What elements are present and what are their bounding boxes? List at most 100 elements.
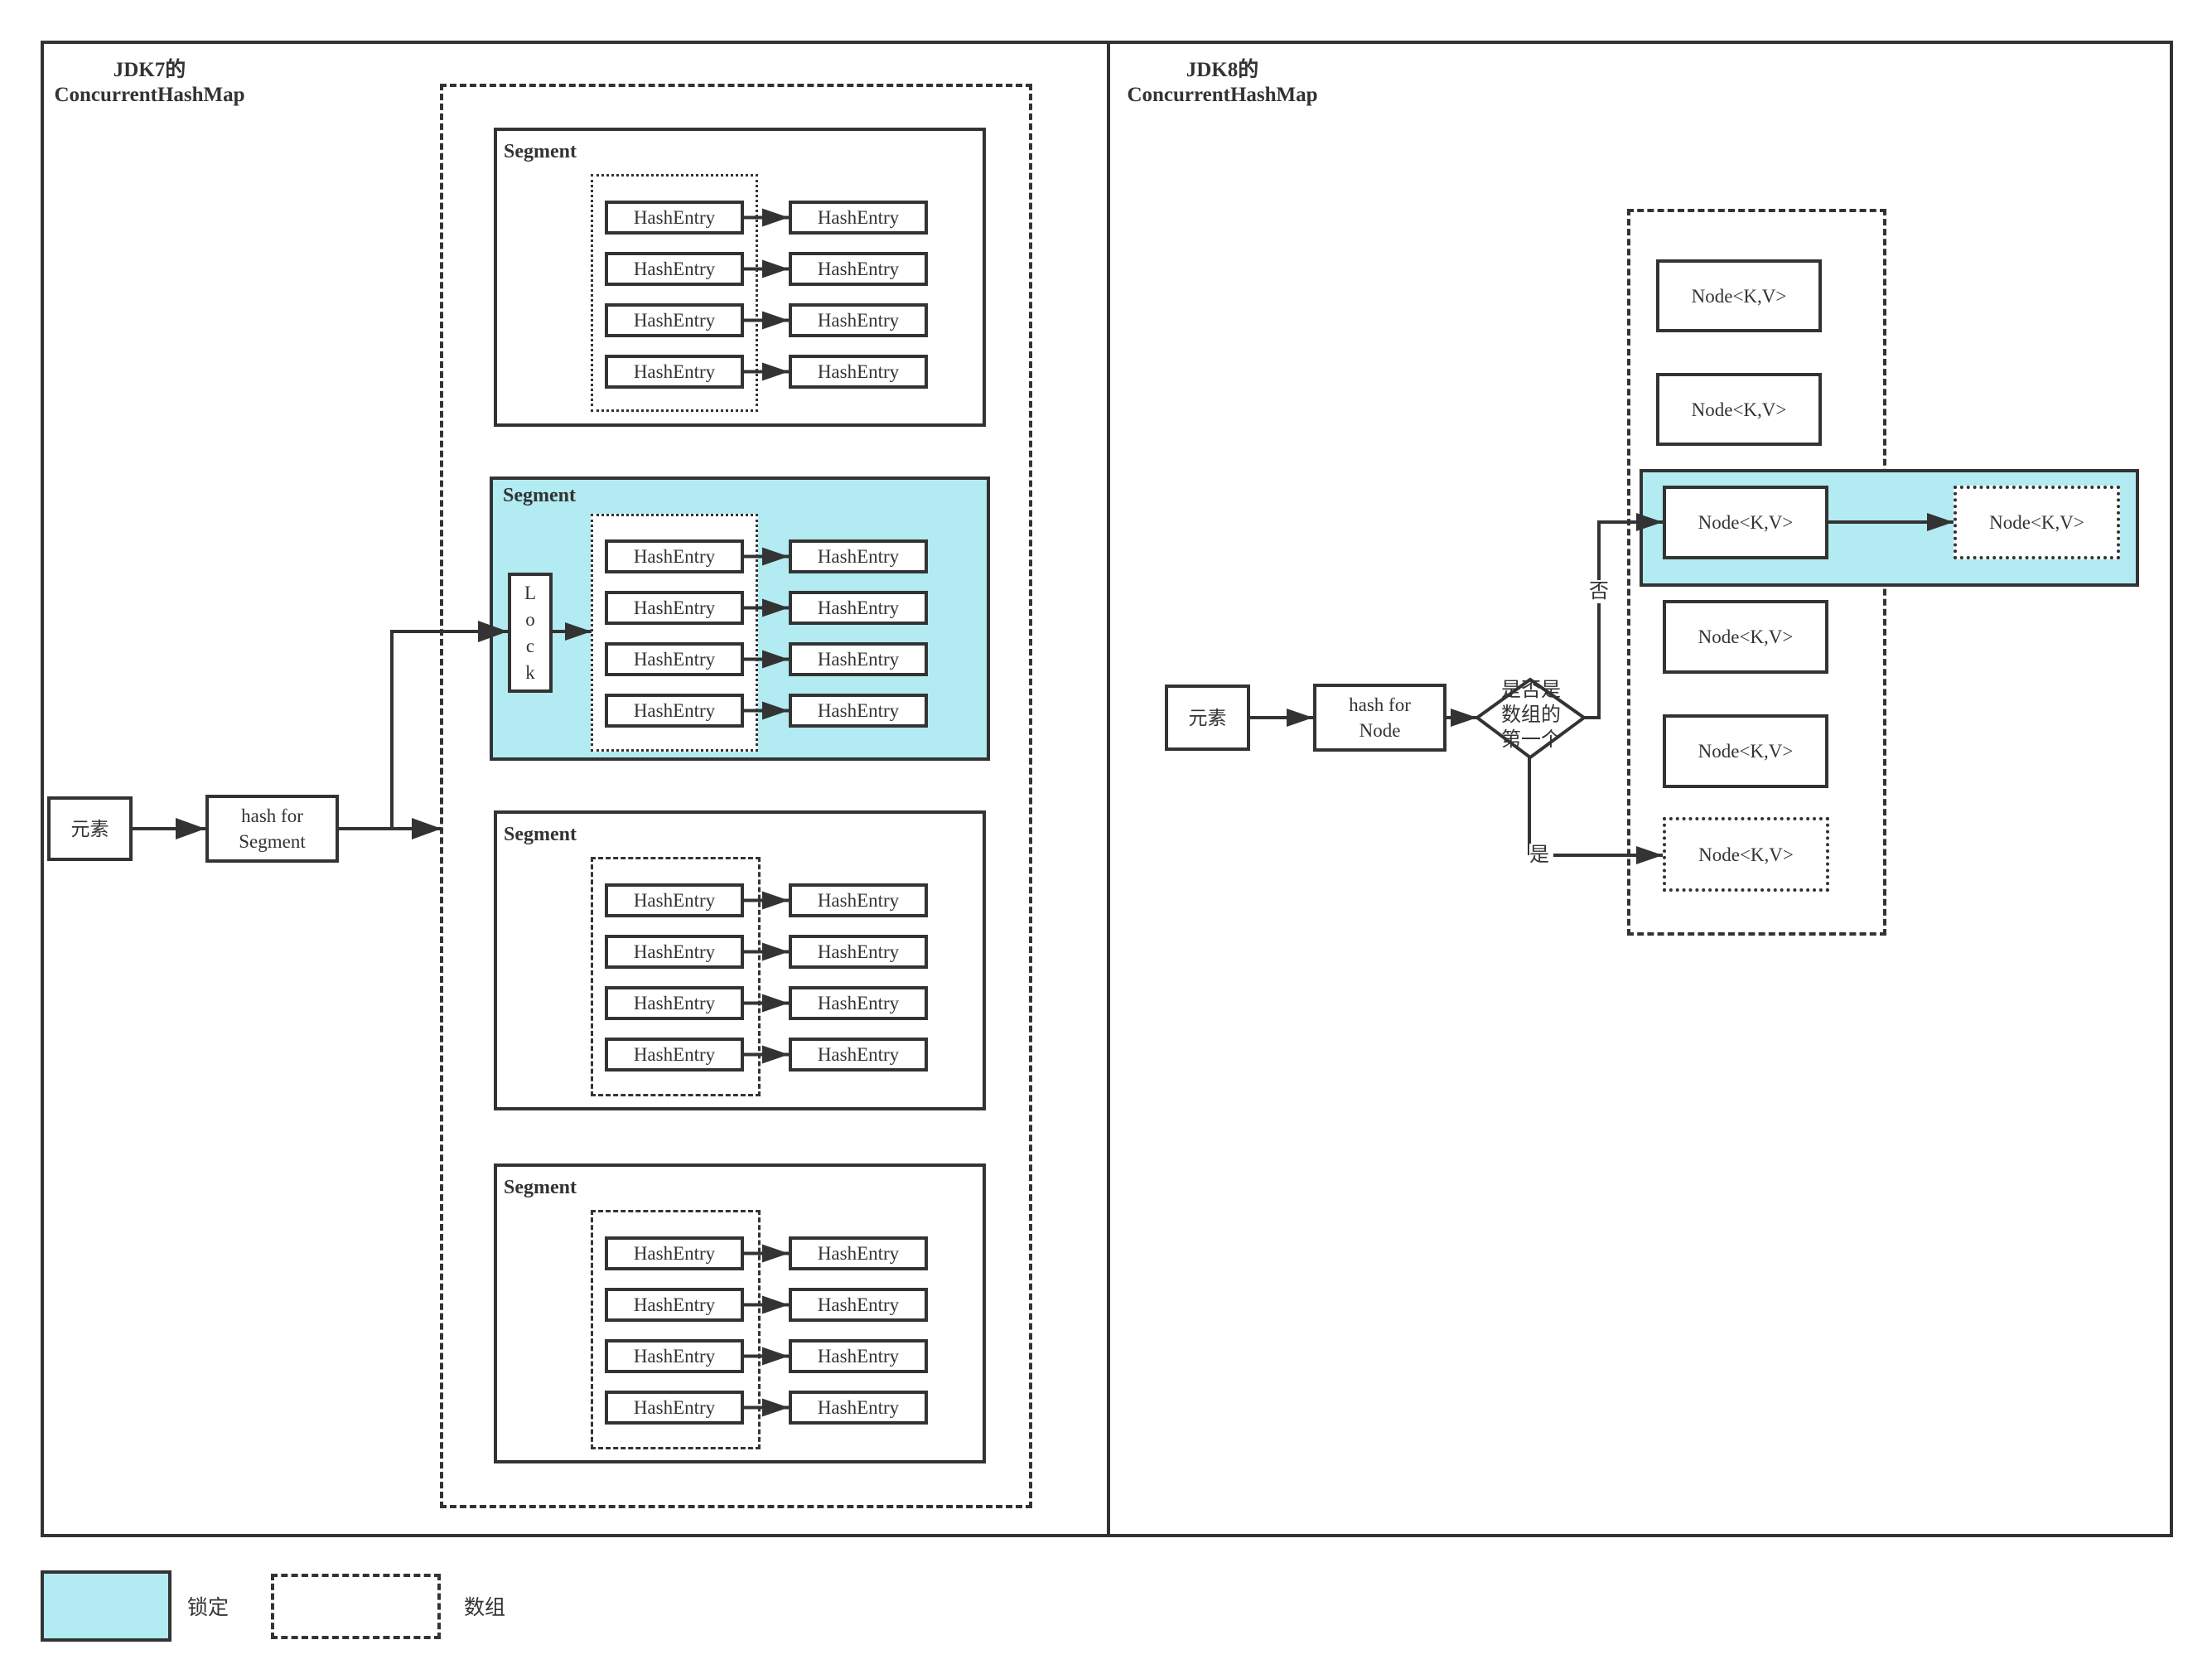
hash-entry-label: HashEntry bbox=[817, 941, 900, 962]
hash-entry-bucket: HashEntry bbox=[605, 1391, 744, 1425]
no-branch-label: 否 bbox=[1589, 580, 1609, 603]
lock-letter: k bbox=[525, 661, 535, 683]
hash-entry-label: HashEntry bbox=[633, 1294, 716, 1315]
hash-entry-label: HashEntry bbox=[633, 941, 716, 962]
hash-entry-next: HashEntry bbox=[789, 303, 928, 337]
hash-entry-label: HashEntry bbox=[633, 649, 716, 670]
node-label: Node<K,V> bbox=[1691, 399, 1787, 420]
lock-letter: c bbox=[525, 635, 535, 656]
jdk8-title-line1: JDK8的 bbox=[1186, 59, 1259, 81]
node-label: Node<K,V> bbox=[1698, 512, 1794, 533]
hash-entry-label: HashEntry bbox=[817, 1346, 900, 1367]
hash-entry-label: HashEntry bbox=[817, 993, 900, 1013]
jdk7-title-line1: JDK7的 bbox=[113, 59, 186, 81]
hash-entry-bucket: HashEntry bbox=[605, 935, 744, 969]
node-box-head: Node<K,V> bbox=[1663, 486, 1828, 559]
no-label: 否 bbox=[1589, 581, 1609, 602]
hash-entry-bucket: HashEntry bbox=[605, 1236, 744, 1270]
hash-entry-label: HashEntry bbox=[633, 207, 716, 228]
node-box: Node<K,V> bbox=[1663, 714, 1828, 788]
jdk8-title-line2: ConcurrentHashMap bbox=[1127, 84, 1318, 106]
hash-entry-bucket: HashEntry bbox=[605, 1339, 744, 1373]
hash-entry-bucket: HashEntry bbox=[605, 986, 744, 1020]
hash-for-segment-box: hash for Segment bbox=[205, 795, 339, 863]
hash-entry-label: HashEntry bbox=[633, 890, 716, 911]
node-box: Node<K,V> bbox=[1663, 600, 1828, 674]
hash-entry-bucket: HashEntry bbox=[605, 1288, 744, 1322]
hash-entry-array bbox=[591, 1210, 761, 1449]
hash-entry-label: HashEntry bbox=[817, 259, 900, 279]
hash-entry-bucket: HashEntry bbox=[605, 252, 744, 286]
hash-entry-label: HashEntry bbox=[633, 1243, 716, 1264]
hash-entry-bucket: HashEntry bbox=[605, 539, 744, 573]
hash-entry-label: HashEntry bbox=[817, 649, 900, 670]
hash-node-line2: Node bbox=[1359, 720, 1401, 741]
segment-label: Segment bbox=[503, 485, 576, 506]
hash-entry-next: HashEntry bbox=[789, 883, 928, 917]
hash-for-node-box: hash for Node bbox=[1313, 684, 1446, 752]
segment-label: Segment bbox=[504, 824, 577, 845]
hash-entry-bucket: HashEntry bbox=[605, 1038, 744, 1072]
node-label: Node<K,V> bbox=[1698, 626, 1794, 647]
hash-entry-bucket: HashEntry bbox=[605, 883, 744, 917]
segment-label: Segment bbox=[504, 1177, 577, 1198]
lock-letter: L bbox=[524, 582, 537, 603]
hash-entry-array bbox=[591, 857, 761, 1096]
decision-diamond bbox=[1474, 677, 1587, 760]
hash-entry-label: HashEntry bbox=[817, 310, 900, 331]
new-node-box: Node<K,V> bbox=[1663, 817, 1829, 892]
hash-entry-bucket: HashEntry bbox=[605, 591, 744, 625]
hash-segment-line1: hash for bbox=[241, 805, 303, 826]
hash-entry-bucket: HashEntry bbox=[605, 201, 744, 235]
hash-entry-label: HashEntry bbox=[633, 361, 716, 382]
hash-entry-label: HashEntry bbox=[633, 993, 716, 1013]
hash-entry-next: HashEntry bbox=[789, 591, 928, 625]
jdk7-element-label: 元素 bbox=[70, 818, 109, 839]
hash-entry-label: HashEntry bbox=[633, 1397, 716, 1418]
hash-entry-label: HashEntry bbox=[817, 361, 900, 382]
arrow-hash-to-lock bbox=[390, 621, 508, 829]
node-box: Node<K,V> bbox=[1656, 259, 1822, 332]
hash-entry-next: HashEntry bbox=[789, 1391, 928, 1425]
hash-segment-line2: Segment bbox=[239, 831, 306, 852]
hash-entry-bucket: HashEntry bbox=[605, 642, 744, 676]
jdk8-element-label: 元素 bbox=[1188, 707, 1227, 728]
legend-locked-label: 锁定 bbox=[187, 1597, 229, 1619]
hash-node-line1: hash for bbox=[1349, 694, 1411, 715]
hash-entry-next: HashEntry bbox=[789, 252, 928, 286]
hash-entry-bucket: HashEntry bbox=[605, 355, 744, 389]
hash-entry-bucket: HashEntry bbox=[605, 303, 744, 337]
legend-array-swatch bbox=[271, 1574, 441, 1639]
decision-line3: 第一个 bbox=[1501, 729, 1561, 751]
yes-branch-label: 是 bbox=[1529, 844, 1549, 867]
panel-divider bbox=[1107, 41, 1110, 1537]
hash-entry-next: HashEntry bbox=[789, 1236, 928, 1270]
hash-entry-label: HashEntry bbox=[633, 1346, 716, 1367]
hash-entry-bucket: HashEntry bbox=[605, 694, 744, 728]
legend-locked-swatch bbox=[41, 1570, 171, 1642]
decision-text: 是否是 数组的 第一个 bbox=[1498, 678, 1564, 752]
hash-entry-label: HashEntry bbox=[817, 890, 900, 911]
hash-entry-next: HashEntry bbox=[789, 201, 928, 235]
node-label: Node<K,V> bbox=[1698, 741, 1794, 762]
yes-label: 是 bbox=[1529, 844, 1549, 866]
legend-array-label: 数组 bbox=[464, 1597, 506, 1619]
node-label: Node<K,V> bbox=[1691, 285, 1787, 307]
hash-entry-next: HashEntry bbox=[789, 1038, 928, 1072]
decision-line1: 是否是 bbox=[1501, 680, 1561, 701]
segment-label: Segment bbox=[504, 141, 577, 162]
hash-entry-label: HashEntry bbox=[817, 1044, 900, 1065]
lock-box: L o c k bbox=[508, 573, 553, 693]
hash-entry-label: HashEntry bbox=[817, 546, 900, 567]
hash-entry-label: HashEntry bbox=[817, 1294, 900, 1315]
hash-entry-next: HashEntry bbox=[789, 539, 928, 573]
node-label: Node<K,V> bbox=[1698, 844, 1794, 865]
node-label: Node<K,V> bbox=[1989, 512, 2084, 533]
hash-entry-next: HashEntry bbox=[789, 1288, 928, 1322]
lock-letter: o bbox=[525, 608, 535, 630]
hash-entry-next: HashEntry bbox=[789, 642, 928, 676]
jdk8-element-box: 元素 bbox=[1165, 685, 1250, 751]
hash-entry-next: HashEntry bbox=[789, 935, 928, 969]
hash-entry-label: HashEntry bbox=[633, 597, 716, 618]
decision-line2: 数组的 bbox=[1501, 704, 1561, 726]
